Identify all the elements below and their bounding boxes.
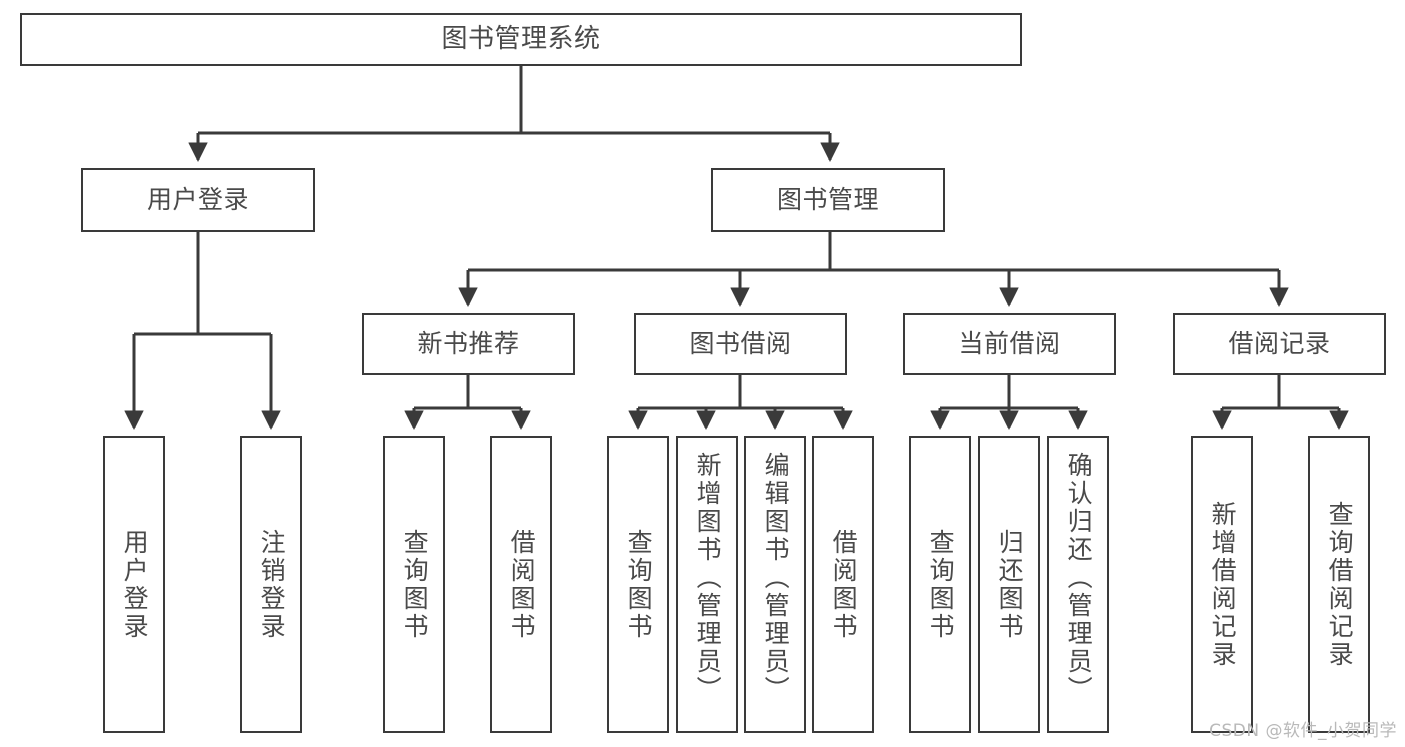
leaf-book-borrow-query-book[interactable]: 查询图书 [607, 436, 669, 733]
node-label: 新增图书（管理员） [693, 452, 723, 704]
node-label: 确认归还（管理员） [1064, 452, 1094, 704]
leaf-user-login-signin[interactable]: 用户登录 [103, 436, 165, 733]
node-root-book-management-system[interactable]: 图书管理系统 [20, 13, 1022, 66]
node-borrow-record[interactable]: 借阅记录 [1173, 313, 1386, 375]
leaf-book-borrow-add-book-admin[interactable]: 新增图书（管理员） [676, 436, 738, 733]
node-label: 借阅图书 [829, 528, 859, 641]
node-label: 图书管理 [776, 185, 879, 215]
node-current-borrow[interactable]: 当前借阅 [903, 313, 1116, 375]
leaf-borrow-record-query-record[interactable]: 查询借阅记录 [1308, 436, 1370, 733]
node-label: 借阅图书 [507, 528, 537, 641]
node-label: 用户登录 [120, 528, 150, 641]
node-label: 查询借阅记录 [1325, 500, 1355, 669]
node-user-login[interactable]: 用户登录 [81, 168, 315, 232]
leaf-user-login-signout[interactable]: 注销登录 [240, 436, 302, 733]
leaf-new-book-query-book[interactable]: 查询图书 [383, 436, 445, 733]
leaf-borrow-record-add-record[interactable]: 新增借阅记录 [1191, 436, 1253, 733]
leaf-current-borrow-query-book[interactable]: 查询图书 [909, 436, 971, 733]
node-label: 编辑图书（管理员） [761, 452, 791, 704]
node-label: 借阅记录 [1228, 329, 1331, 359]
node-label: 新增借阅记录 [1208, 500, 1238, 669]
leaf-book-borrow-edit-book-admin[interactable]: 编辑图书（管理员） [744, 436, 806, 733]
node-label: 新书推荐 [417, 329, 520, 359]
leaf-current-borrow-confirm-return-admin[interactable]: 确认归还（管理员） [1047, 436, 1109, 733]
leaf-new-book-borrow-book[interactable]: 借阅图书 [490, 436, 552, 733]
node-label: 图书借阅 [689, 329, 792, 359]
leaf-current-borrow-return-book[interactable]: 归还图书 [978, 436, 1040, 733]
node-label: 注销登录 [257, 528, 287, 641]
watermark-text: CSDN @软件_小贺同学 [1209, 721, 1397, 741]
leaf-book-borrow-borrow-book[interactable]: 借阅图书 [812, 436, 874, 733]
node-label: 查询图书 [624, 528, 654, 641]
node-new-book-recommend[interactable]: 新书推荐 [362, 313, 575, 375]
node-label: 查询图书 [400, 528, 430, 641]
node-label: 用户登录 [146, 185, 249, 215]
node-label: 归还图书 [995, 528, 1025, 641]
node-label: 当前借阅 [958, 329, 1061, 359]
node-label: 图书管理系统 [441, 24, 601, 55]
node-book-borrow[interactable]: 图书借阅 [634, 313, 847, 375]
node-book-management[interactable]: 图书管理 [711, 168, 945, 232]
node-label: 查询图书 [926, 528, 956, 641]
